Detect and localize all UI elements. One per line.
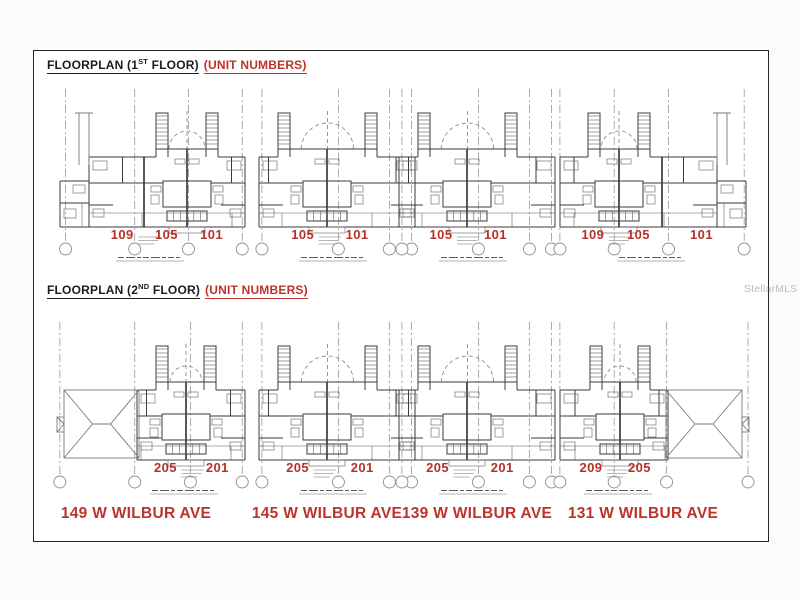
address-label: 149 W WILBUR AVE [60,505,212,522]
floorplan-building3-floor1: 105 101 [390,85,560,263]
floor2-title-text: FLOORPLAN (2ND FLOOR) [47,282,201,299]
floorplan-building3-floor2: 205 201 [390,318,560,496]
unit-number: 201 [490,460,514,475]
unit-number: 105 [291,227,315,242]
unit-number: 201 [205,460,229,475]
floorplan-building4-floor2: 209 205 [553,318,755,496]
floor1-title-post: FLOOR) [148,58,199,72]
floor2-title-unit-numbers: (UNIT NUMBERS) [205,283,308,299]
unit-number: 109 [110,227,134,242]
floor1-title-unit-numbers: (UNIT NUMBERS) [203,58,307,74]
unit-number: 209 [579,460,603,475]
unit-number: 205 [426,460,450,475]
floor2-title-post: FLOOR) [149,283,201,297]
unit-number: 205 [627,460,651,475]
floor2-title-pre: FLOORPLAN (2 [47,283,139,297]
unit-number: 109 [581,227,605,242]
floorplan-drawing [53,322,249,495]
address-label: 145 W WILBUR AVE [251,505,403,522]
floor2-title-sup: ND [138,282,150,291]
floorplan-building4-floor1: 109 105 101 [553,85,751,263]
unit-number: 101 [200,227,223,242]
unit-number: 101 [483,227,507,242]
floorplan-building1-floor1: 109 105 101 [56,85,249,263]
address-label: 139 W WILBUR AVE [401,505,553,522]
floorplan-drawing [59,89,249,262]
floor1-title-sup: ST [138,57,149,66]
floor1-title-text: FLOORPLAN (1ST FLOOR) [47,57,199,74]
unit-number: 101 [690,227,713,242]
unit-number: 105 [626,227,650,242]
floorplan-drawing [395,322,558,495]
floorplan-building1-floor2: 205 201 [53,318,249,496]
unit-number: 205 [286,460,310,475]
floorplan-drawing [553,322,755,495]
address-label: 131 W WILBUR AVE [567,505,719,522]
unit-number: 105 [429,227,453,242]
unit-number: 105 [154,227,178,242]
unit-number: 201 [350,460,374,475]
floorplan-drawing [553,89,751,262]
floor2-title: FLOORPLAN (2ND FLOOR)(UNIT NUMBERS) [47,282,308,299]
floor1-title: FLOORPLAN (1ST FLOOR)(UNIT NUMBERS) [47,57,307,74]
watermark: StellarMLS [744,283,798,295]
unit-number: 101 [345,227,369,242]
floorplan-drawing [395,89,558,262]
floor1-title-pre: FLOORPLAN (1 [47,58,139,72]
unit-number: 205 [153,460,177,475]
